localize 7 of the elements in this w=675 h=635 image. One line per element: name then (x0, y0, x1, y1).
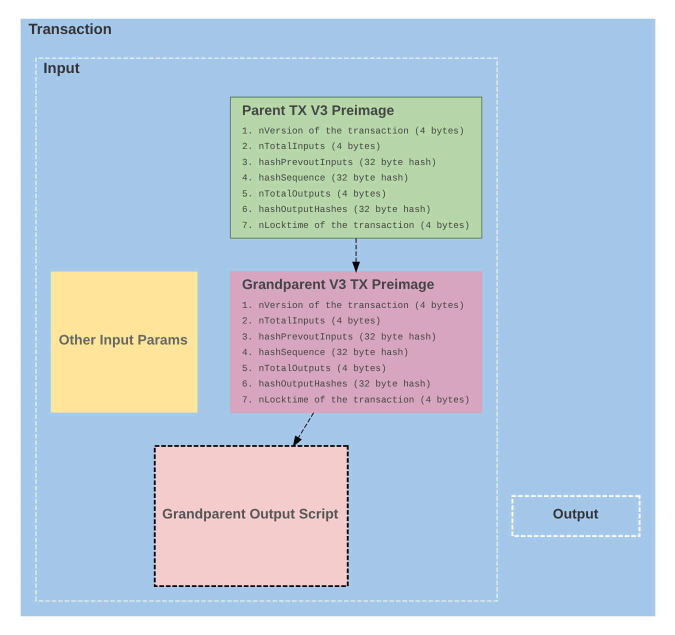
node-box: Grandparent V3 TX Preimage 1. nVersion of the transaction (4 bytes) 2. nTotalInputs (4 bytes) 3. hashPrevoutInputs (32 byte hash) 4. hashSequence (32 byte hash) 5. nTotalOutputs (4 bytes) 6. hashOutputHashes (32 byte hash) 7. nLocktime of the transaction (4 bytes) (229, 271, 482, 414)
node-box: Output (511, 495, 640, 537)
arrow (352, 238, 360, 273)
arrow (292, 412, 314, 448)
node-box: Grandparent Output Script (153, 445, 348, 588)
node-box: Other Input Params (50, 272, 197, 413)
node-box: Parent TX V3 Preimage 1. nVersion of the transaction (4 bytes) 2. nTotalInputs (4 bytes) 3. hashPrevoutInputs (32 byte hash) 4. hashSequence (32 byte hash) 5. nTotalOutputs (4 bytes) 6. hashOutputHashes (32 byte hash) 7. nLocktime of the transaction (4 bytes) (229, 96, 482, 239)
